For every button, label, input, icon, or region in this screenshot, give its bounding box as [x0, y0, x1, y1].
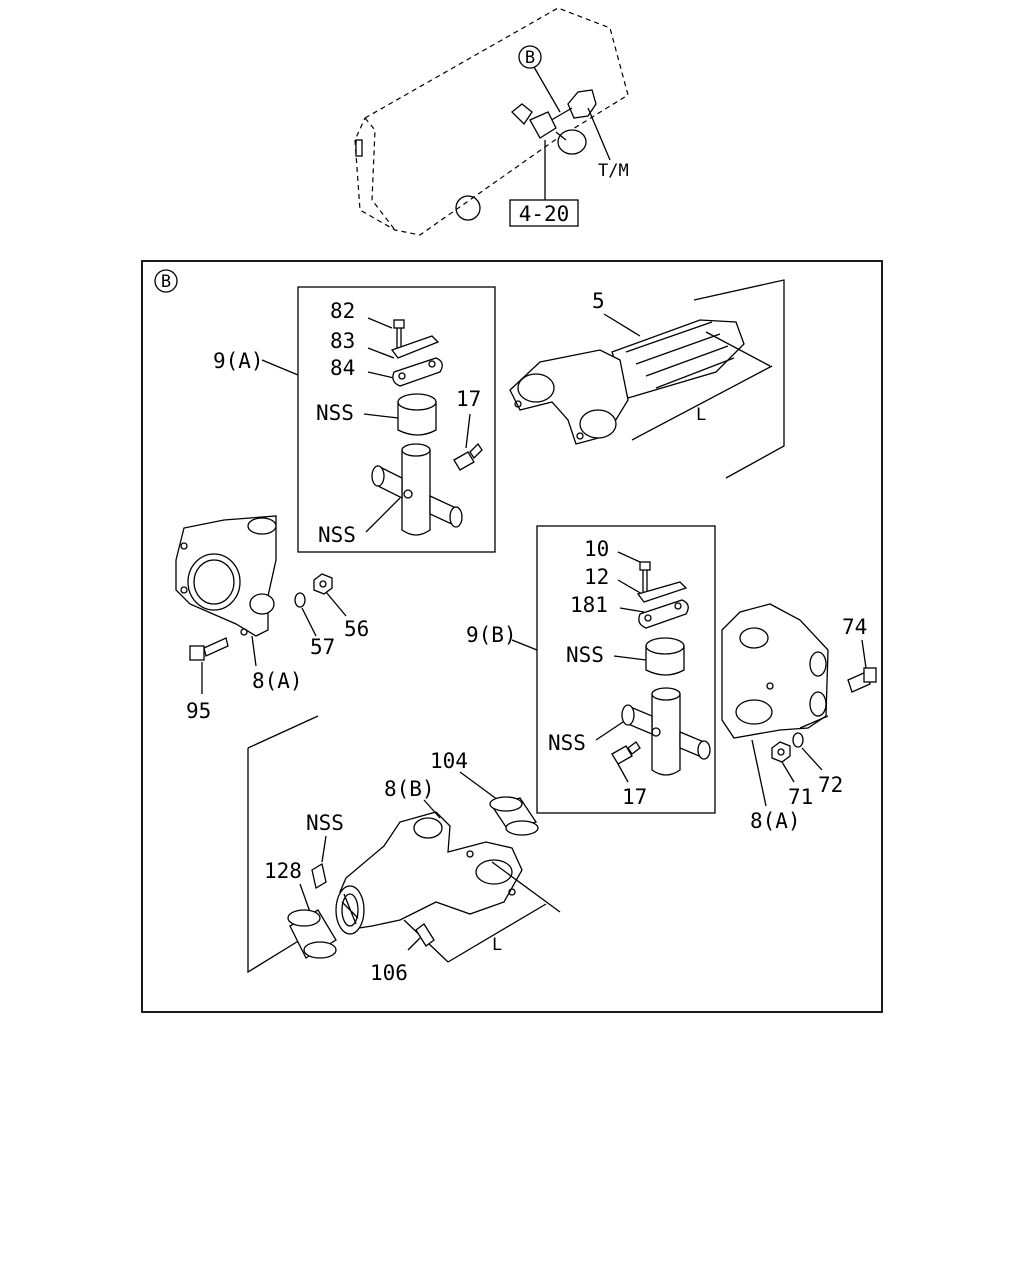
washer-57-icon	[294, 592, 306, 608]
part-84-label: 84	[330, 356, 355, 380]
washer-72-icon	[792, 732, 804, 748]
part-17-a-label: 17	[456, 387, 481, 411]
tm-label: T/M	[598, 161, 629, 181]
part-74-label: 74	[842, 615, 867, 639]
part-82-label: 82	[330, 299, 355, 323]
bearing-cap-b-icon	[645, 637, 685, 676]
part-12-label: 12	[584, 565, 609, 589]
part-8b-label: 8(B)	[384, 777, 435, 801]
part-10-label: 10	[584, 537, 609, 561]
dimension-l-bottom-label: L	[492, 935, 502, 955]
part-57-label: 57	[310, 635, 335, 659]
nss-b-cross-label: NSS	[548, 731, 586, 755]
part-17-b-label: 17	[622, 785, 647, 809]
panel-circle-b-label: B	[161, 272, 171, 292]
universal-joint-cross-b-icon	[621, 687, 711, 776]
part-181-label: 181	[570, 593, 608, 617]
kit-9a-box	[297, 286, 496, 553]
nss-bottom-label: NSS	[306, 811, 344, 835]
strap-181-icon	[638, 599, 689, 629]
truck-overview: B T/M 4-20	[354, 7, 629, 236]
ref-box-label: 4-20	[519, 202, 570, 226]
bolt-74-icon	[847, 667, 877, 693]
grease-fitting-17a-icon	[453, 442, 483, 471]
part-8a-right-label: 8(A)	[750, 809, 801, 833]
grease-fitting-17b-icon	[611, 741, 641, 765]
overview-circle-b-label: B	[525, 48, 535, 68]
part-71-label: 71	[788, 785, 813, 809]
part-72-label: 72	[818, 773, 843, 797]
strap-84-icon	[392, 357, 443, 387]
universal-joint-cross-a-icon	[371, 443, 463, 536]
bolt-82-icon	[393, 319, 405, 350]
part-128-label: 128	[264, 859, 302, 883]
bearing-cap-a-icon	[397, 393, 437, 436]
part-104-label: 104	[430, 749, 468, 773]
nut-56-icon	[313, 573, 333, 595]
dimension-l-top-label: L	[696, 405, 706, 425]
detail-panel-frame	[141, 260, 883, 1013]
lock-plate-12-icon	[636, 581, 688, 603]
overview-circle-b-icon	[518, 45, 542, 69]
slip-yoke-shaft-5-icon	[509, 319, 745, 445]
bearing-128-icon	[287, 909, 337, 959]
bolt-95-icon	[189, 637, 229, 661]
part-5-label: 5	[592, 289, 605, 313]
grease-fitting-106-icon	[415, 923, 435, 947]
part-95-label: 95	[186, 699, 211, 723]
kit-9b-label: 9(B)	[466, 623, 517, 647]
slip-yoke-8b-icon	[335, 811, 523, 935]
nss-b-cap-label: NSS	[566, 643, 604, 667]
flange-yoke-8a-left-icon	[175, 515, 277, 637]
ref-box-4-20[interactable]	[509, 199, 579, 227]
part-83-label: 83	[330, 329, 355, 353]
part-106-label: 106	[370, 961, 408, 985]
flange-yoke-8a-right-icon	[721, 603, 829, 739]
nss-a-cross-label: NSS	[318, 523, 356, 547]
seal-104-icon	[489, 796, 539, 836]
kit-9a-label: 9(A)	[213, 349, 264, 373]
part-56-label: 56	[344, 617, 369, 641]
kit-9b-box	[536, 525, 716, 814]
nss-a-cap-label: NSS	[316, 401, 354, 425]
lock-clip-nss-icon	[311, 862, 327, 890]
lock-plate-83-icon	[390, 335, 440, 359]
nut-71-icon	[771, 741, 791, 763]
bolt-10-icon	[639, 561, 651, 592]
part-8a-left-label: 8(A)	[252, 669, 303, 693]
panel-circle-b-icon	[154, 269, 178, 293]
